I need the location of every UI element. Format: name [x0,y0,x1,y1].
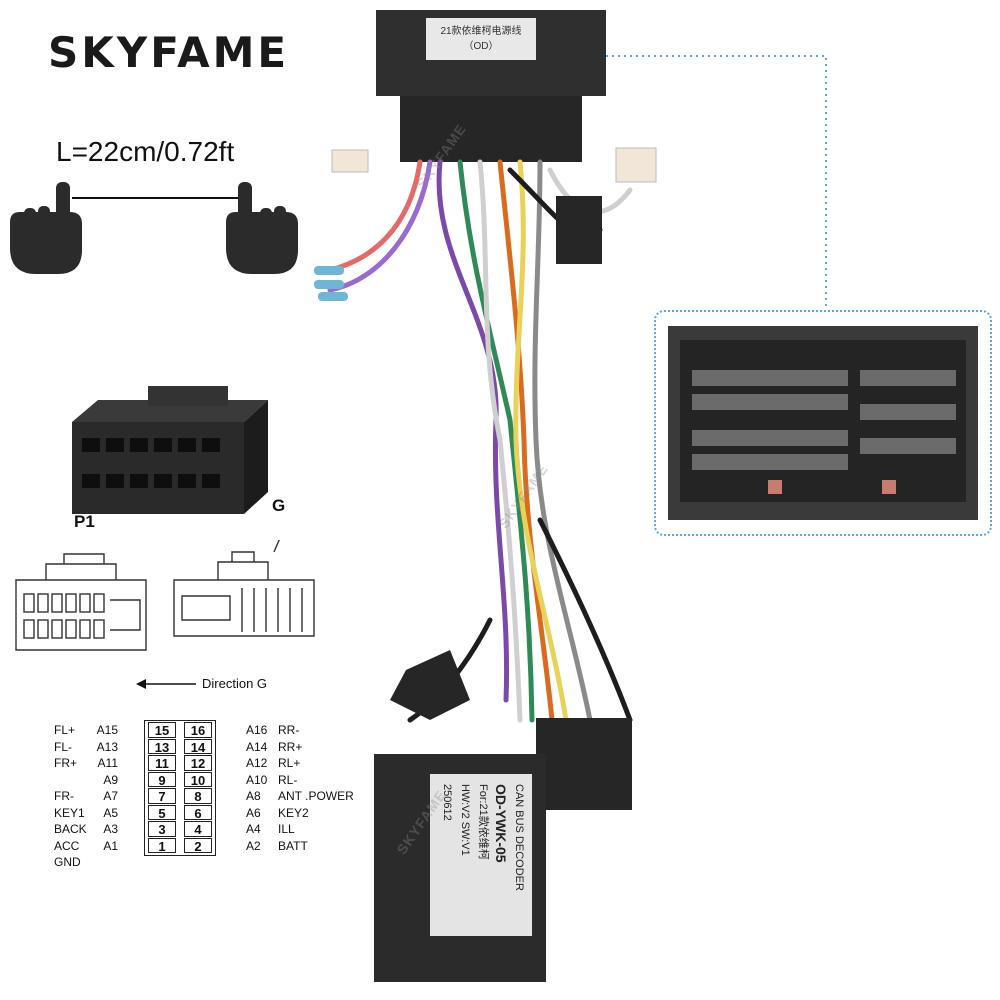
pinout-frame [144,720,216,856]
main-connector-label-line1: 21款依维柯电源线 [440,26,522,37]
pin-left-label: FR+ [54,756,78,770]
pin-right-num: 12 [190,756,206,771]
pin-right-num: 8 [194,789,202,804]
pin-right-code: A8 [246,789,261,803]
pin-left-num: 7 [158,789,166,804]
pin-left-label: GND [54,855,81,869]
pin-right-label: BATT [278,838,308,853]
main-connector-label-line2: （OD） [463,41,499,52]
g-label: G [272,496,286,515]
pin-right-code: A2 [246,838,261,853]
pin-box [184,804,212,820]
pin-left-num: 5 [158,805,166,821]
connector-line-drawings [15,540,315,651]
pin-row: KEY1 A5 5 6 A6 KEY2 [0,804,400,822]
pin-left-label: FR- [54,789,74,803]
pin-row: A9 9 10 A10 RL- [0,771,400,789]
pin-right-label: RL- [278,772,298,787]
pin-right-code: A10 [246,772,268,787]
pin-right-num: 6 [194,805,202,821]
pin-box [148,788,176,804]
pin-right-num: 14 [190,739,206,755]
pin-right-label: RR- [278,723,300,737]
pin-box [148,738,176,754]
pin-box [148,755,176,771]
pin-left-num: 15 [154,723,170,738]
pin-left-num: 3 [158,822,166,837]
pin-box [184,722,212,738]
pin-right-num: 10 [190,772,206,788]
decoder-label: CAN BUS DECODER OD-YWK-05 For:21款依维柯 HW:… [432,780,532,932]
p1-label: P1 [74,512,95,531]
pin-right-label: RL+ [278,756,301,770]
pin-box [148,804,176,820]
pin-box [148,722,176,738]
pin-row: FL+ A15 15 16 A16 RR- [0,722,400,739]
wiring-harness-image [314,10,657,982]
cable-length-label: L=22cm/0.72ft [56,136,235,167]
pin-row: BACK A3 3 4 A4 ILL [0,821,400,838]
pin-box [148,837,176,853]
pin-left-code: A9 [103,772,118,787]
pin-row: FL- A13 13 14 A14 RR+ [0,738,400,756]
pin-left-code: A11 [97,756,118,770]
direction-arrow-icon [136,679,196,689]
left-hand-icon [10,182,82,274]
pin-row: GND [0,854,400,871]
pin-right-label: ILL [278,822,295,836]
pin-left-num: 11 [155,756,169,771]
direction-label: Direction G [202,676,268,691]
pin-left-num: 1 [158,838,166,854]
pin-box [184,837,212,853]
pin-box [148,821,176,837]
pin-left-code: A3 [103,822,118,836]
pin-right-num: 16 [190,723,206,738]
pin-left-label: FL+ [54,723,76,737]
pin-box [184,821,212,837]
p1-connector-image [72,386,268,514]
pin-right-code: A6 [246,805,261,820]
pin-right-code: A12 [246,756,268,770]
pin-right-code: A16 [246,723,268,737]
pin-left-label: FL- [54,739,72,754]
length-indicator [10,182,298,274]
callout-dotted-line [606,55,827,306]
pin-left-code: A15 [96,723,118,737]
pin-row: FR- A7 7 8 A8 ANT .POWER [0,788,400,805]
pin-left-code: A7 [103,789,118,803]
pin-left-code: A1 [103,838,118,853]
pin-box [184,738,212,754]
pin-right-label: RR+ [278,739,303,754]
decoder-line4: HW:V2 SW:V1 [459,784,471,856]
pin-box [148,771,176,787]
pin-left-num: 13 [154,739,170,755]
decoder-line3: For:21款依维柯 [477,784,489,860]
pin-left-label: ACC [54,838,80,853]
right-hand-icon [226,182,298,274]
pin-left-num: 9 [158,772,166,788]
pin-row: FR+ A11 11 12 A12 RL+ [0,755,400,772]
pin-box [184,771,212,787]
pin-box [184,755,212,771]
pin-row: ACC A1 1 2 A2 BATT [0,837,400,855]
pin-left-label: BACK [54,822,87,836]
pin-left-code: A13 [96,739,118,754]
brand-logo: SKYFAME [48,28,290,77]
pin-right-num: 2 [194,838,202,854]
pin-left-code: A5 [103,805,118,820]
connector-zoom-inset [654,310,992,536]
connector-face-image [668,326,978,520]
main-connector-label: 21款依维柯电源线 （OD） [428,22,534,52]
decoder-line1: CAN BUS DECODER [513,784,525,891]
decoder-line2: OD-YWK-05 [493,784,509,863]
pin-right-label: ANT .POWER [278,789,354,803]
pin-right-code: A14 [246,739,268,754]
pin-right-num: 4 [194,822,202,837]
pin-right-code: A4 [246,822,261,836]
pin-right-label: KEY2 [278,805,309,820]
pin-box [184,788,212,804]
pin-left-label: KEY1 [54,805,85,820]
